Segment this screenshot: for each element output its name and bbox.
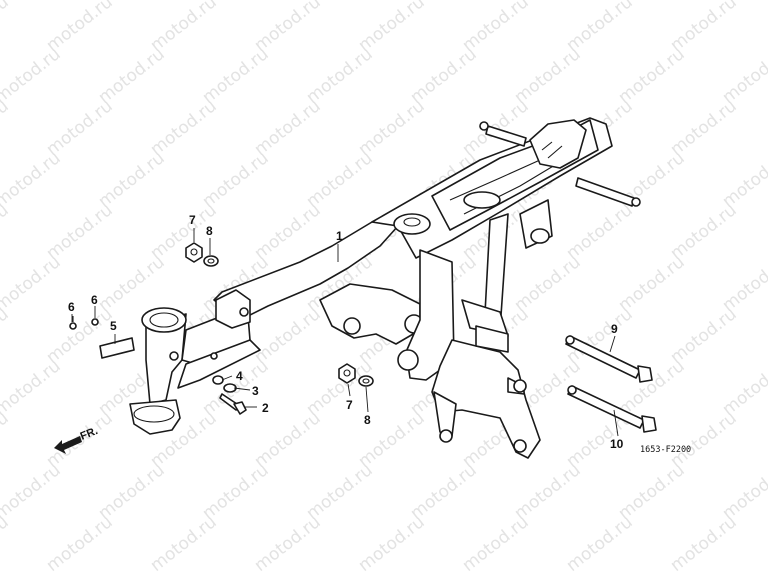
watermark-text: motod.ru: [147, 512, 221, 576]
callout-8-upper: 8: [206, 224, 213, 238]
callout-7-lower: 7: [346, 398, 353, 412]
watermark-text: motod.ru: [459, 512, 533, 576]
bolt-9[interactable]: [565, 335, 653, 383]
bolt-10[interactable]: [567, 385, 657, 433]
watermark-text: motod.ru: [0, 408, 13, 472]
watermark-text: motod.ru: [0, 304, 13, 368]
watermark-text: motod.ru: [43, 512, 117, 576]
watermark-text: motod.ru: [667, 512, 741, 576]
watermark-text: motod.ru: [563, 512, 637, 576]
screw-6-right[interactable]: [91, 318, 99, 326]
watermark-text: motod.ru: [0, 148, 65, 212]
watermark-text: motod.ru: [0, 0, 13, 56]
diagram-code: 1653-F2200: [640, 445, 691, 455]
screw-6-left[interactable]: [69, 316, 77, 330]
frame-body[interactable]: [129, 117, 641, 459]
washer-8-upper[interactable]: [203, 255, 219, 267]
callout-7-upper: 7: [189, 213, 196, 227]
callout-2: 2: [262, 401, 269, 415]
washer-8-lower[interactable]: [358, 375, 374, 387]
leader-lines: [71, 228, 619, 437]
nut-7-lower[interactable]: [338, 363, 356, 384]
callout-4: 4: [236, 369, 243, 383]
washer-4[interactable]: [212, 375, 224, 385]
watermark-text: motod.ru: [0, 96, 13, 160]
callout-8-lower: 8: [364, 413, 371, 427]
callout-3: 3: [252, 384, 259, 398]
callout-9: 9: [611, 322, 618, 336]
watermark-text: motod.ru: [0, 200, 13, 264]
nut-7-upper[interactable]: [185, 242, 203, 263]
watermark-text: motod.ru: [0, 0, 65, 4]
watermark-text: motod.ru: [355, 512, 429, 576]
watermark-text: motod.ru: [0, 356, 65, 420]
bolt-2[interactable]: [219, 393, 247, 415]
callout-10: 10: [610, 437, 624, 451]
callout-1: 1: [336, 229, 343, 243]
plate-5[interactable]: [99, 337, 135, 359]
callout-6-left: 6: [68, 300, 75, 314]
callout-5: 5: [110, 319, 117, 333]
callout-6-right: 6: [91, 293, 98, 307]
watermark-text: motod.ru: [0, 460, 65, 524]
watermark-text: motod.ru: [0, 44, 65, 108]
watermark-text: motod.ru: [251, 512, 325, 576]
arrow-left-down-icon: [54, 436, 82, 454]
watermark-text: motod.ru: [0, 252, 65, 316]
watermark-text: motod.ru: [0, 512, 13, 576]
